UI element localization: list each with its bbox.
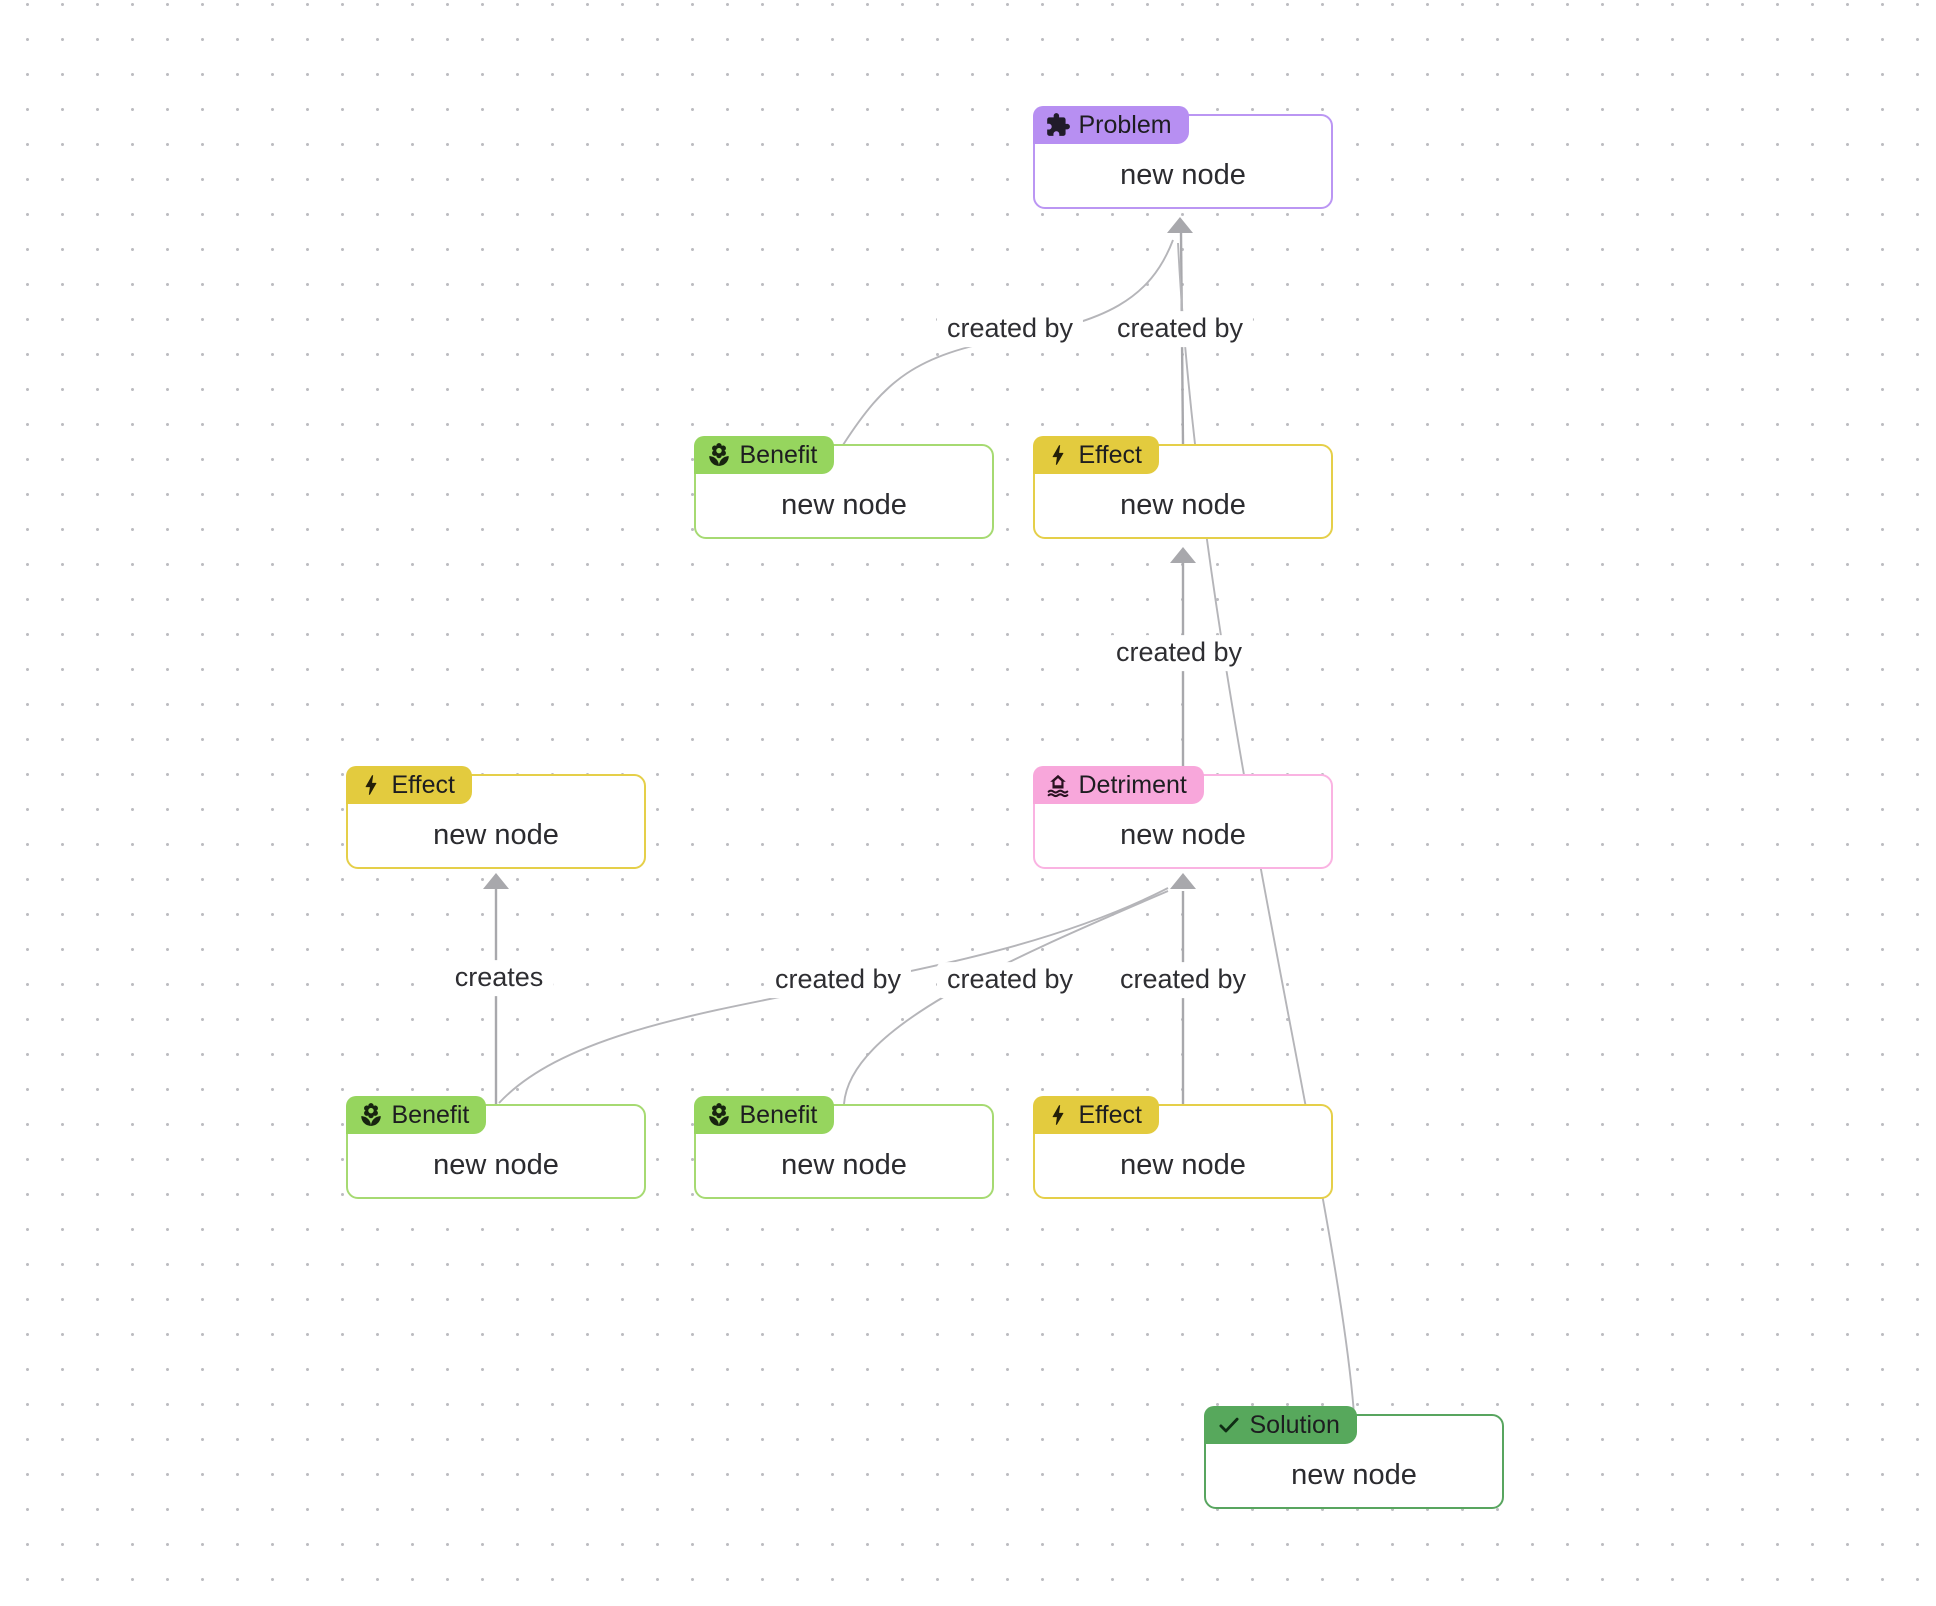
node-type-badge: Problem [1032, 106, 1189, 144]
node-title[interactable]: new node [1120, 159, 1246, 191]
node-title[interactable]: new node [781, 1149, 907, 1181]
edge-label-benefit-2-to-detriment-1[interactable]: created by [764, 962, 912, 998]
edge-label-benefit-1-to-problem-1[interactable]: created by [936, 311, 1084, 347]
node-type-badge: Benefit [345, 1096, 487, 1134]
edge-label-benefit-3-to-detriment-1[interactable]: created by [936, 962, 1084, 998]
flower-icon [358, 1102, 384, 1128]
node-type-badge: Effect [1032, 1096, 1159, 1134]
flow-node-problem-1[interactable]: Problem new node [1032, 106, 1333, 209]
flow-node-benefit-2[interactable]: Benefit new node [345, 1096, 646, 1199]
check-icon [1216, 1412, 1242, 1438]
node-title[interactable]: new node [1120, 819, 1246, 851]
arrowhead-into-detriment-1 [1170, 873, 1196, 889]
edge-label-benefit-2-to-effect-2[interactable]: creates [444, 960, 554, 996]
bolt-icon [1045, 442, 1071, 468]
edge-label-detriment-1-to-effect-1[interactable]: created by [1105, 635, 1253, 671]
node-type-badge: Benefit [693, 1096, 835, 1134]
flood-icon [1045, 772, 1071, 798]
node-title[interactable]: new node [1120, 1149, 1246, 1181]
node-title[interactable]: new node [433, 1149, 559, 1181]
flow-node-benefit-3[interactable]: Benefit new node [693, 1096, 994, 1199]
arrowhead-into-effect-2 [483, 873, 509, 889]
flow-node-solution-1[interactable]: Solution new node [1203, 1406, 1504, 1509]
puzzle-icon [1045, 112, 1071, 138]
node-type-badge: Effect [345, 766, 472, 804]
flow-node-effect-1[interactable]: Effect new node [1032, 436, 1333, 539]
node-title[interactable]: new node [1120, 489, 1246, 521]
flow-node-detriment-1[interactable]: Detriment new node [1032, 766, 1333, 869]
node-type-label: Detriment [1078, 770, 1187, 799]
edge-solution-1-to-problem-1[interactable] [1177, 242, 1355, 1415]
arrowhead-into-effect-1 [1170, 547, 1196, 563]
flow-node-effect-3[interactable]: Effect new node [1032, 1096, 1333, 1199]
flow-node-effect-2[interactable]: Effect new node [345, 766, 646, 869]
node-type-label: Solution [1249, 1410, 1340, 1439]
flower-icon [706, 1102, 732, 1128]
arrowhead-into-problem-1 [1167, 217, 1193, 233]
node-type-label: Effect [1078, 440, 1142, 469]
flow-node-benefit-1[interactable]: Benefit new node [693, 436, 994, 539]
node-title[interactable]: new node [433, 819, 559, 851]
node-type-label: Benefit [391, 1100, 470, 1129]
node-title[interactable]: new node [1291, 1459, 1417, 1491]
edge-label-effect-3-to-detriment-1[interactable]: created by [1109, 962, 1257, 998]
node-type-badge: Solution [1203, 1406, 1357, 1444]
node-type-badge: Benefit [693, 436, 835, 474]
bolt-icon [1045, 1102, 1071, 1128]
node-type-label: Benefit [739, 1100, 818, 1129]
node-type-label: Problem [1078, 110, 1172, 139]
node-title[interactable]: new node [781, 489, 907, 521]
node-type-label: Benefit [739, 440, 818, 469]
node-type-label: Effect [391, 770, 455, 799]
flower-icon [706, 442, 732, 468]
node-type-badge: Effect [1032, 436, 1159, 474]
node-type-label: Effect [1078, 1100, 1142, 1129]
edge-label-effect-1-to-problem-1[interactable]: created by [1106, 311, 1254, 347]
bolt-icon [358, 772, 384, 798]
node-type-badge: Detriment [1032, 766, 1204, 804]
